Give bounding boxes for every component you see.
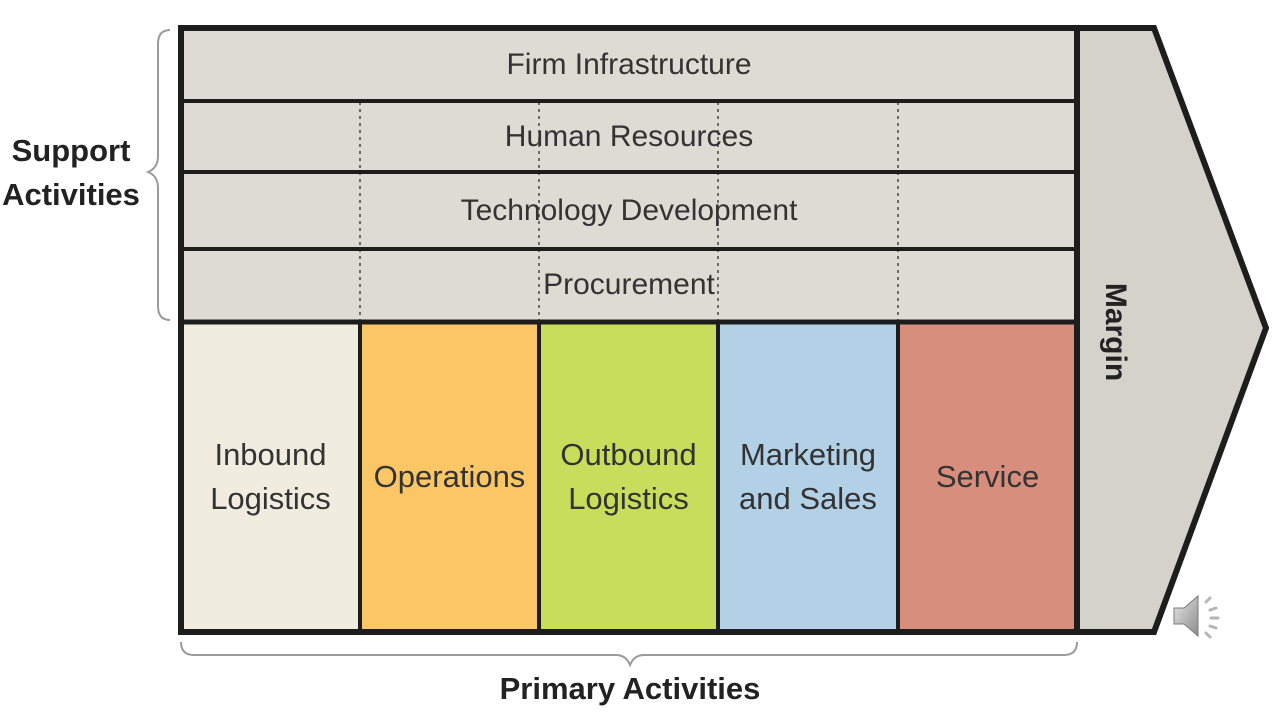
support-band <box>181 28 1077 322</box>
column-service <box>898 322 1077 632</box>
column-inbound-logistics <box>181 322 360 632</box>
grid-frame <box>178 25 1080 635</box>
support-activities-label: Support Activities <box>2 133 140 212</box>
support-row-human-resources: Human Resources <box>504 119 754 153</box>
primary-label-marketing-and-sales: Marketing and Sales <box>739 437 877 516</box>
margin-label: Margin <box>1099 282 1132 382</box>
support-row-procurement: Procurement <box>543 268 715 301</box>
support-row-firm-infrastructure: Firm Infrastructure <box>506 48 752 81</box>
speaker-icon[interactable] <box>1170 588 1230 644</box>
primary-bracket <box>180 641 1078 668</box>
row-separators <box>181 99 1077 325</box>
primary-label-service: Service <box>935 459 1040 494</box>
primary-activities-label: Primary Activities <box>499 671 761 706</box>
primary-label-operations: Operations <box>373 459 526 494</box>
column-marketing-and-sales <box>718 322 898 632</box>
column-separators <box>358 322 900 632</box>
support-row-technology-development: Technology Development <box>460 193 798 227</box>
support-dashed-guides <box>359 102 899 322</box>
primary-label-inbound-logistics: Inbound Logistics <box>210 437 331 516</box>
support-bracket <box>145 29 171 321</box>
column-operations <box>360 322 539 632</box>
primary-label-outbound-logistics: Outbound Logistics <box>560 437 697 516</box>
column-outbound-logistics <box>539 322 718 632</box>
